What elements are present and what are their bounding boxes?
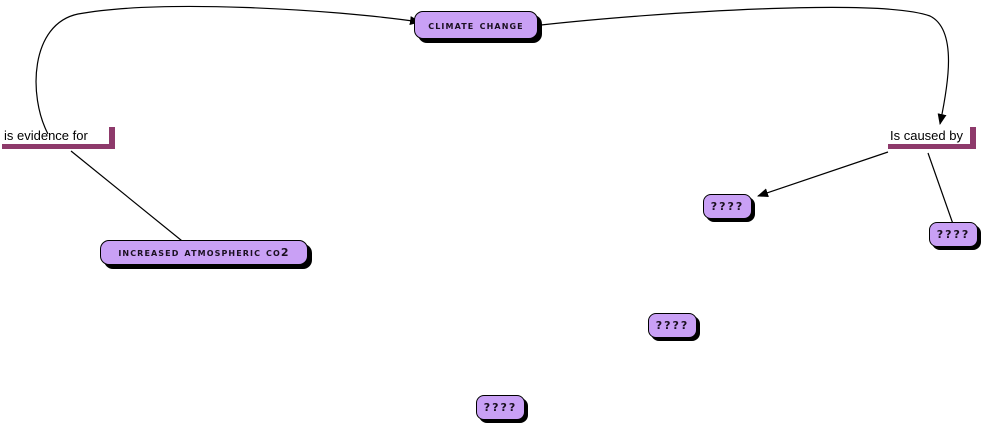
concept-node-unknown-1[interactable]: ????: [703, 194, 752, 219]
edges: [35, 5, 954, 250]
linking-phrase-is-caused-by[interactable]: Is caused by: [888, 127, 976, 149]
edge-evidence-to-climate[interactable]: [35, 5, 421, 135]
linking-phrase-underline: [888, 144, 976, 149]
concept-node-unknown-3[interactable]: ????: [648, 313, 697, 338]
concept-node-unknown-2[interactable]: ????: [929, 222, 978, 247]
concept-node-climate-change[interactable]: Climate Change: [414, 11, 538, 39]
linking-phrase-label: Is caused by: [890, 128, 963, 143]
edge-climate-to-caused-by[interactable]: [540, 6, 950, 125]
concept-node-unknown-4[interactable]: ????: [476, 395, 525, 420]
edge-evidence-to-co2[interactable]: [70, 150, 193, 250]
linking-phrase-drag-handle[interactable]: [970, 127, 976, 149]
linking-phrase-label: is evidence for: [4, 128, 88, 143]
linking-phrase-is-evidence-for[interactable]: is evidence for: [2, 127, 115, 149]
edge-caused-by-to-unk2[interactable]: [927, 152, 954, 225]
edge-caused-by-to-unk1[interactable]: [757, 151, 889, 198]
concept-node-increased-co2[interactable]: Increased Atmospheric CO2: [100, 240, 308, 265]
linking-phrase-underline: [2, 144, 115, 149]
linking-phrase-drag-handle[interactable]: [109, 127, 115, 149]
